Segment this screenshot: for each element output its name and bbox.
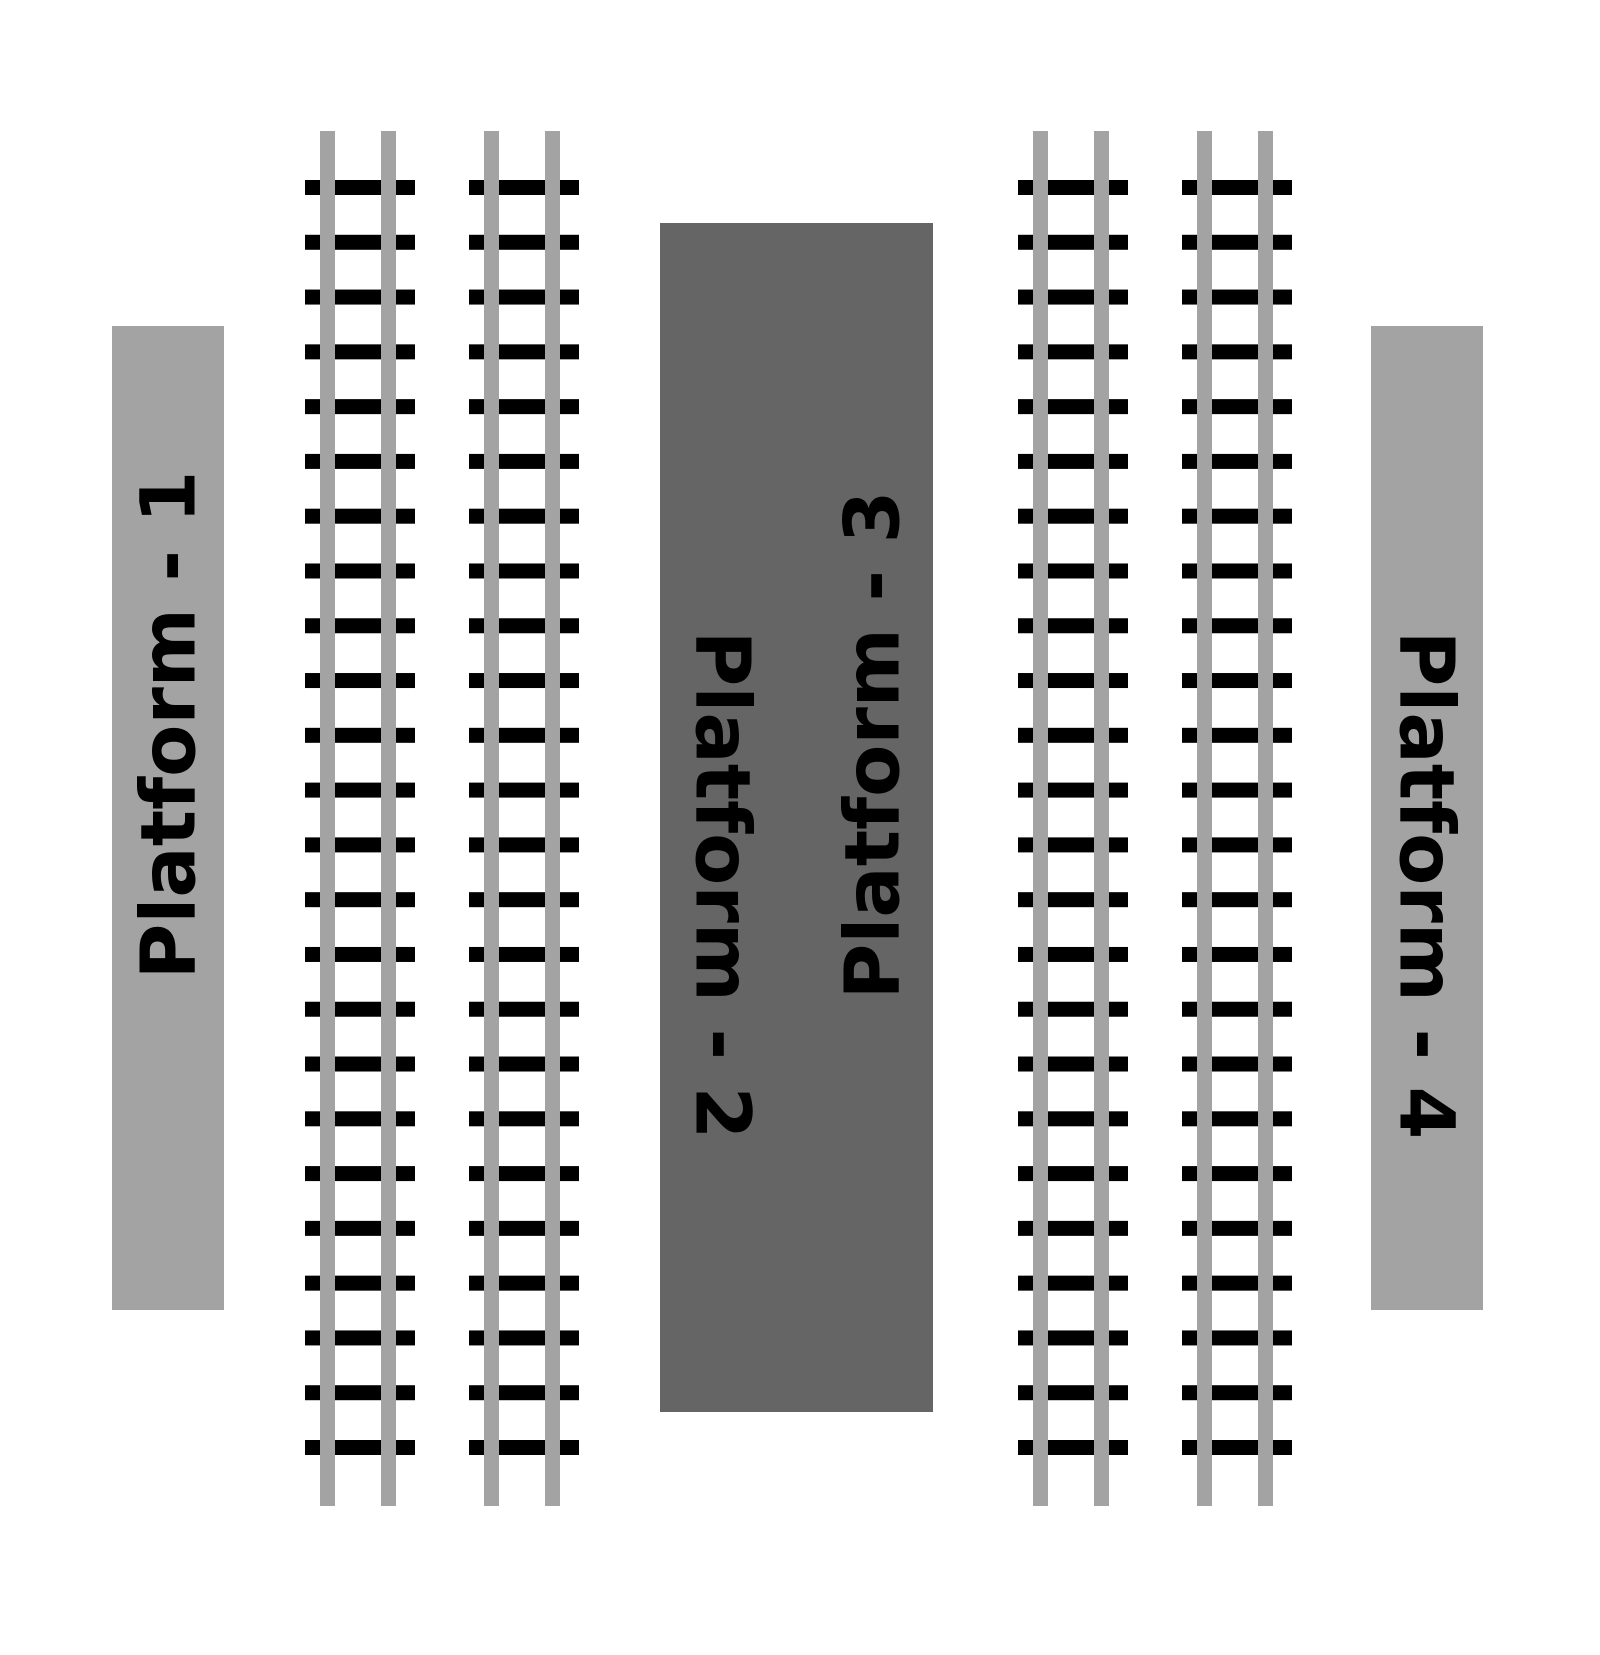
platform-4-slab <box>1371 326 1483 1310</box>
platform-1-slab <box>112 326 224 1310</box>
track-1-right-rail <box>381 131 396 1506</box>
track-3 <box>1018 131 1128 1506</box>
track-1-left-rail <box>320 131 335 1506</box>
platform-3-label: Platform - 3 <box>828 491 917 1000</box>
platform-1: Platform - 1 <box>112 326 224 1310</box>
track-3-right-rail <box>1094 131 1109 1506</box>
island-platform: Platform - 2 Platform - 3 <box>660 223 933 1412</box>
platform-2-label: Platform - 2 <box>679 631 768 1140</box>
track-4 <box>1182 131 1292 1506</box>
track-2 <box>469 131 579 1506</box>
platform-4: Platform - 4 <box>1371 326 1483 1310</box>
track-2-right-rail <box>545 131 560 1506</box>
track-3-left-rail <box>1033 131 1048 1506</box>
platform-1-label: Platform - 1 <box>124 471 213 980</box>
track-4-left-rail <box>1197 131 1212 1506</box>
platform-4-label: Platform - 4 <box>1383 631 1472 1140</box>
track-4-right-rail <box>1258 131 1273 1506</box>
island-platform-slab <box>660 223 933 1412</box>
track-2-left-rail <box>484 131 499 1506</box>
track-1 <box>305 131 415 1506</box>
